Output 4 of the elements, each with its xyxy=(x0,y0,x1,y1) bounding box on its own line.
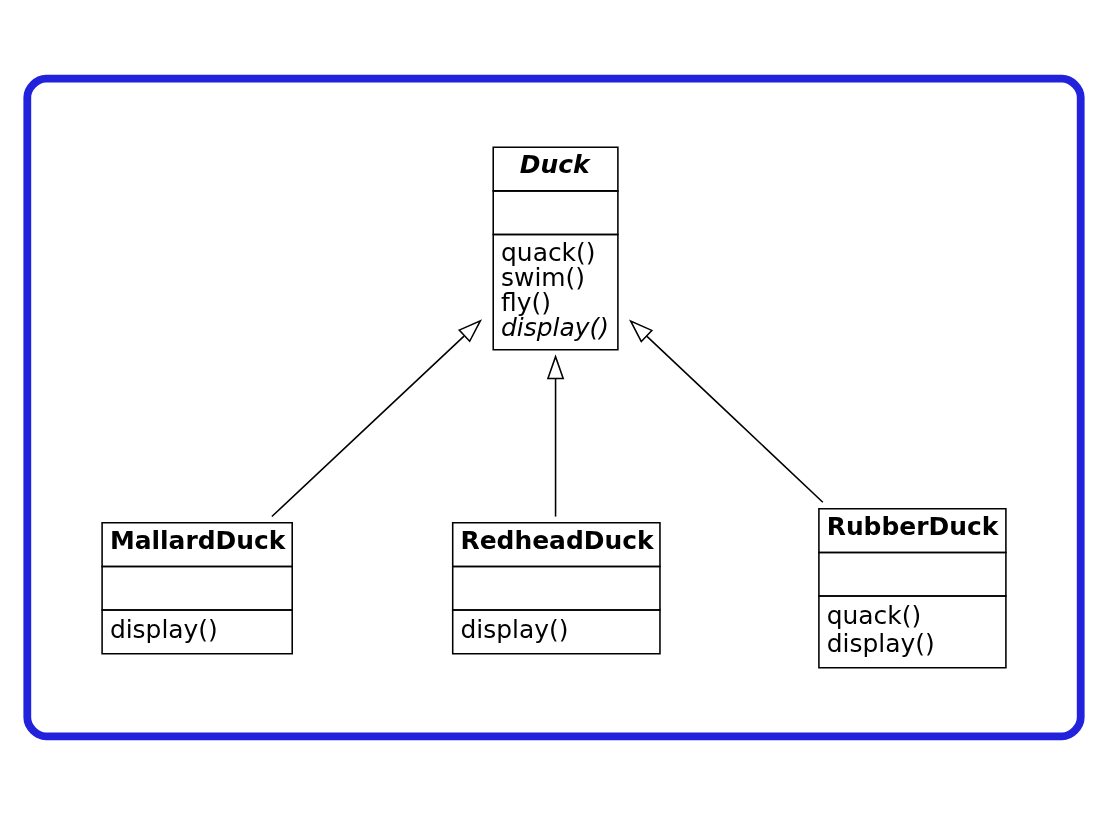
arrow xyxy=(546,353,565,517)
arrow xyxy=(271,318,483,517)
arrow xyxy=(629,318,824,503)
cluster xyxy=(23,74,1085,740)
